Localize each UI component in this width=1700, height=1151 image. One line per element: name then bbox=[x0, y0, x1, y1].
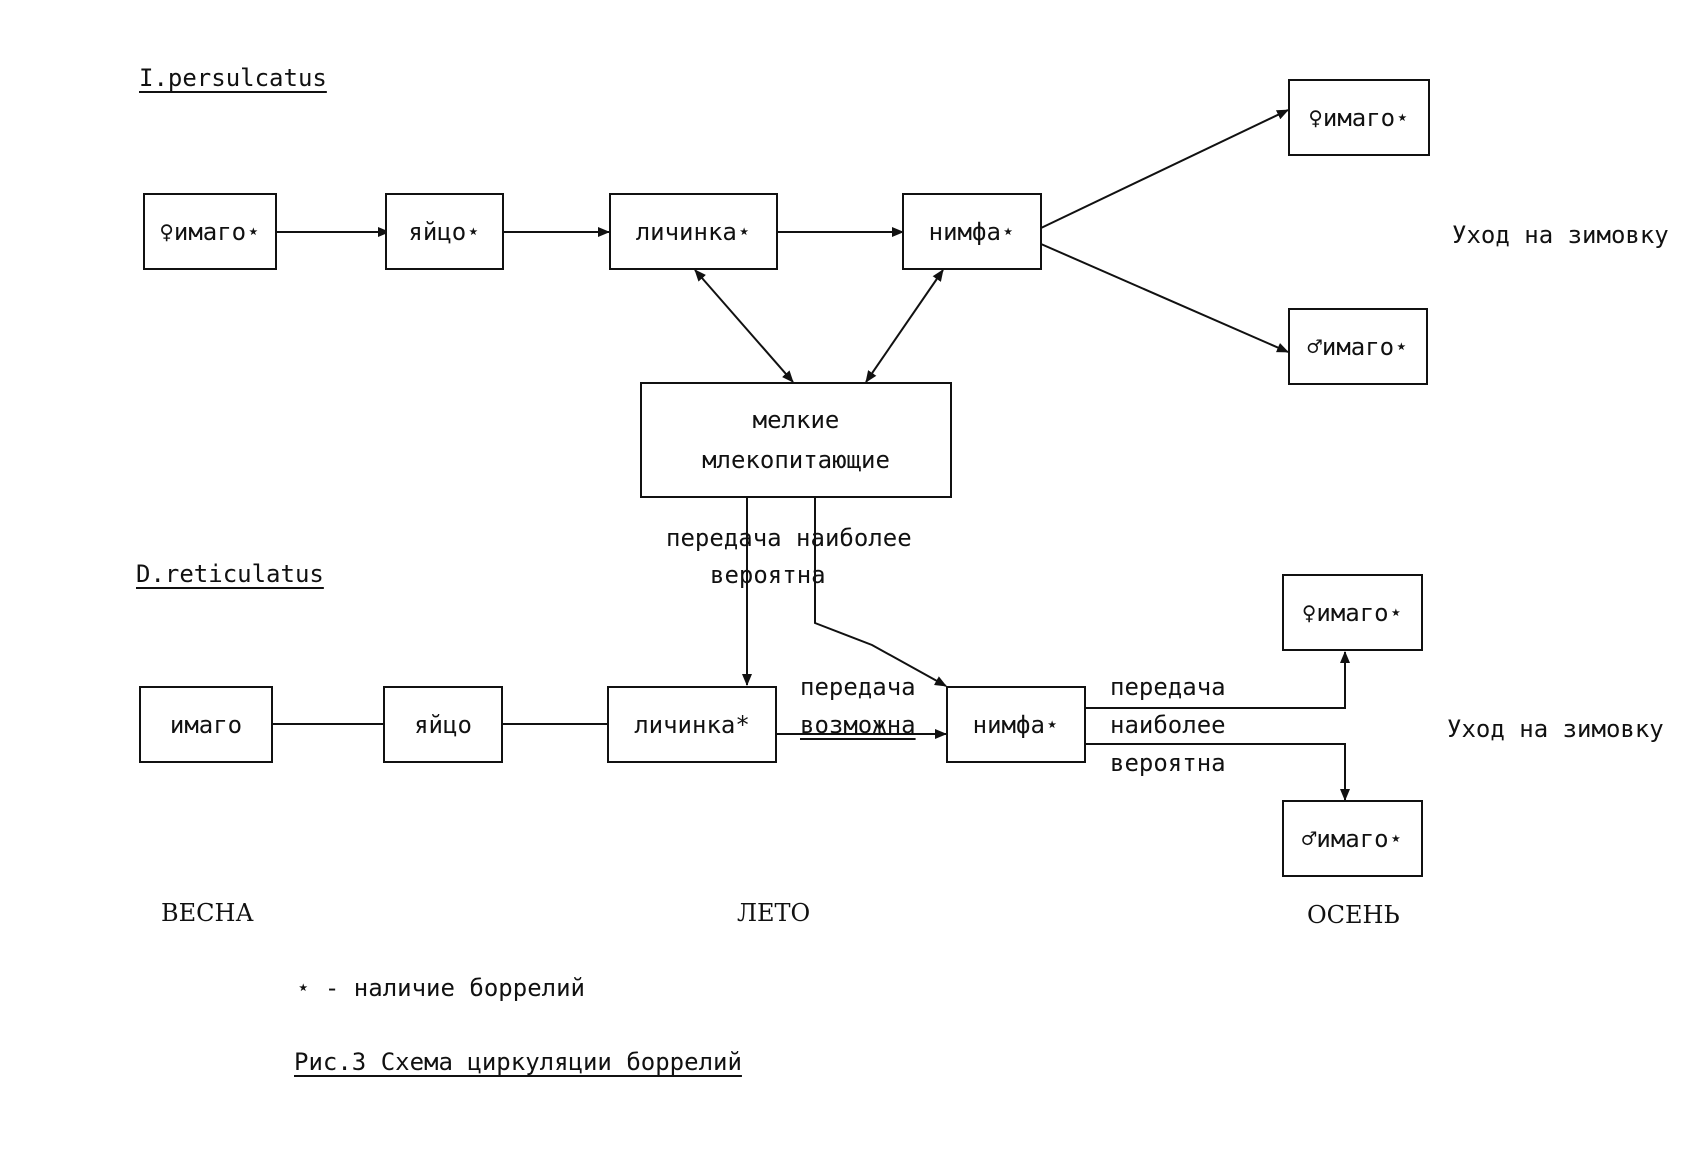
transmission-most-likely-line1: передача bbox=[1110, 673, 1226, 701]
species-label-persulcatus: I.persulcatus bbox=[139, 64, 327, 92]
species-label-reticulatus: D.reticulatus bbox=[136, 560, 324, 588]
top-female-imago-box: ♀имаго⋆ bbox=[143, 193, 277, 270]
bottom-larva-label: личинка* bbox=[634, 710, 750, 739]
arrow-nymph-to-female-autumn-bottom bbox=[1085, 651, 1350, 709]
transmission-likely-line2: вероятна bbox=[710, 561, 826, 589]
bottom-overwinter-label: Уход на зимовку bbox=[1447, 715, 1664, 743]
bottom-nymph-label: нимфа⋆ bbox=[972, 710, 1060, 739]
legend-text: ⋆ - наличие боррелий bbox=[296, 974, 585, 1002]
host-label-line1: мелкие bbox=[752, 406, 840, 434]
transmission-possible-line2: возможна bbox=[800, 711, 916, 739]
top-egg-label: яйцо⋆ bbox=[408, 217, 481, 246]
top-female-imago-autumn-label: ♀имаго⋆ bbox=[1308, 103, 1410, 132]
transmission-most-likely-line3: вероятна bbox=[1110, 749, 1226, 777]
top-nymph-label: нимфа⋆ bbox=[928, 217, 1016, 246]
arrow-larva-host bbox=[694, 269, 794, 383]
transmission-likely-line1: передача наиболее bbox=[666, 524, 912, 552]
top-male-imago-autumn-box: ♂имаго⋆ bbox=[1288, 308, 1428, 385]
bottom-egg-label: яйцо bbox=[414, 710, 472, 739]
bottom-male-imago-autumn-label: ♂имаго⋆ bbox=[1301, 824, 1404, 853]
bottom-imago-label: имаго bbox=[169, 710, 243, 739]
top-larva-label: личинка⋆ bbox=[635, 217, 752, 246]
top-larva-box: личинка⋆ bbox=[609, 193, 778, 270]
arrow-nymph-to-male-autumn-bottom bbox=[1085, 743, 1350, 801]
host-label-line2: млекопитающие bbox=[702, 446, 890, 474]
top-nymph-box: нимфа⋆ bbox=[902, 193, 1042, 270]
bottom-male-imago-autumn-box: ♂имаго⋆ bbox=[1282, 800, 1423, 877]
transmission-possible-line1: передача bbox=[800, 673, 916, 701]
top-overwinter-label: Уход на зимовку bbox=[1452, 221, 1669, 249]
top-male-imago-autumn-label: ♂имаго⋆ bbox=[1307, 332, 1409, 361]
bottom-larva-box: личинка* bbox=[607, 686, 777, 763]
figure-caption: Рис.3 Схема циркуляции боррелий bbox=[294, 1048, 742, 1076]
arrow-nymph-host bbox=[865, 269, 944, 383]
transmission-most-likely-line2: наиболее bbox=[1110, 711, 1226, 739]
season-summer: ЛЕТО bbox=[737, 899, 811, 927]
arrow-nymph-to-male-autumn bbox=[1040, 243, 1289, 353]
bottom-imago-box: имаго bbox=[139, 686, 273, 763]
bottom-female-imago-autumn-box: ♀имаго⋆ bbox=[1282, 574, 1423, 651]
arrow-host-to-bottom-nymph bbox=[814, 498, 947, 687]
season-spring: ВЕСНА bbox=[161, 899, 254, 927]
arrow-nymph-to-female-autumn bbox=[1040, 109, 1289, 229]
bottom-nymph-box: нимфа⋆ bbox=[946, 686, 1086, 763]
bottom-female-imago-autumn-label: ♀имаго⋆ bbox=[1301, 598, 1404, 627]
top-female-imago-label: ♀имаго⋆ bbox=[159, 217, 261, 246]
top-female-imago-autumn-box: ♀имаго⋆ bbox=[1288, 79, 1430, 156]
top-egg-box: яйцо⋆ bbox=[385, 193, 504, 270]
season-autumn: ОСЕНЬ bbox=[1307, 901, 1400, 929]
bottom-egg-box: яйцо bbox=[383, 686, 503, 763]
host-box: мелкие млекопитающие bbox=[640, 382, 952, 498]
